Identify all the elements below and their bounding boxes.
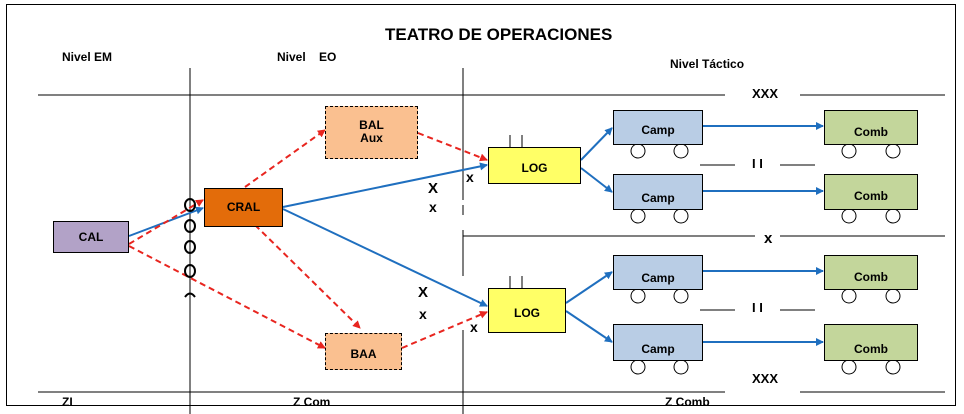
arrow-log-top-camp1 <box>580 127 613 161</box>
baa-node: BAA <box>325 333 402 370</box>
arrow-log-bottom-camp3 <box>565 271 613 304</box>
dashed-arrow-baa-log <box>401 311 488 349</box>
comb-node: Comb <box>824 324 918 361</box>
camp4-wheels <box>630 359 689 375</box>
zone-zi-label: ZI <box>62 395 73 409</box>
dashed-arrow-bal-log <box>417 132 488 162</box>
boundary-circle-chain <box>184 198 196 298</box>
echelon-small-x-top: x <box>429 199 437 215</box>
echelon-xxx-top: XXX <box>752 86 779 101</box>
echelon-big-x-top: X <box>428 180 439 197</box>
camp-node: Camp <box>613 255 703 290</box>
echelon-small-x-bottom: x <box>419 306 427 322</box>
camp1-wheels <box>630 143 689 159</box>
dashed-arrow-cral-bal <box>244 129 326 188</box>
camp-node: Camp <box>613 174 703 210</box>
dashed-arrow-cral-baa <box>254 224 361 329</box>
zone-zcomb-label: Z Comb <box>665 395 710 409</box>
echelon-ii-top: I I <box>752 156 763 171</box>
comb1-wheels <box>841 143 901 159</box>
echelon-xxx-bottom: XXX <box>752 371 779 386</box>
echelon-ii-bottom: I I <box>752 300 763 315</box>
comb4-wheels <box>841 359 901 375</box>
level-tactico-label: Nivel Táctico <box>670 57 745 71</box>
level-eo-label: Nivel EO <box>277 50 337 64</box>
comb2-wheels <box>841 208 901 224</box>
arrow-log-top-camp2 <box>580 167 613 193</box>
zone-zcom-label: Z Com <box>293 395 331 409</box>
log-node-bottom: LOG <box>488 288 566 333</box>
echelon-x-log-top: x <box>466 169 474 185</box>
diagram-title: TEATRO DE OPERACIONES <box>385 25 613 44</box>
camp-node: Camp <box>613 110 703 145</box>
camp2-wheels <box>630 208 689 224</box>
level-em-label: Nivel EM <box>62 50 113 64</box>
comb-node: Comb <box>824 110 918 145</box>
cral-node: CRAL <box>204 188 283 227</box>
arrow-cral-log-top <box>282 162 488 208</box>
camp3-wheels <box>630 288 689 304</box>
dashed-arrow-cal-cral <box>128 199 204 245</box>
comb-node: Comb <box>824 255 918 290</box>
comb-node: Comb <box>824 174 918 210</box>
echelon-x-middle: x <box>764 230 773 247</box>
arrow-log-bottom-camp4 <box>565 310 613 343</box>
camp-node: Camp <box>613 324 703 361</box>
comb3-wheels <box>841 288 901 304</box>
bal-aux-node: BAL Aux <box>325 106 418 159</box>
log-node-top: LOG <box>488 147 581 184</box>
echelon-x-log-bottom: x <box>470 319 478 335</box>
diagram-frame <box>6 4 956 406</box>
dashed-arrow-cal-baa <box>128 245 326 349</box>
cal-node: CAL <box>53 221 129 253</box>
arrow-cral-log-bottom <box>282 208 488 307</box>
echelon-big-x-bottom: X <box>418 284 429 301</box>
